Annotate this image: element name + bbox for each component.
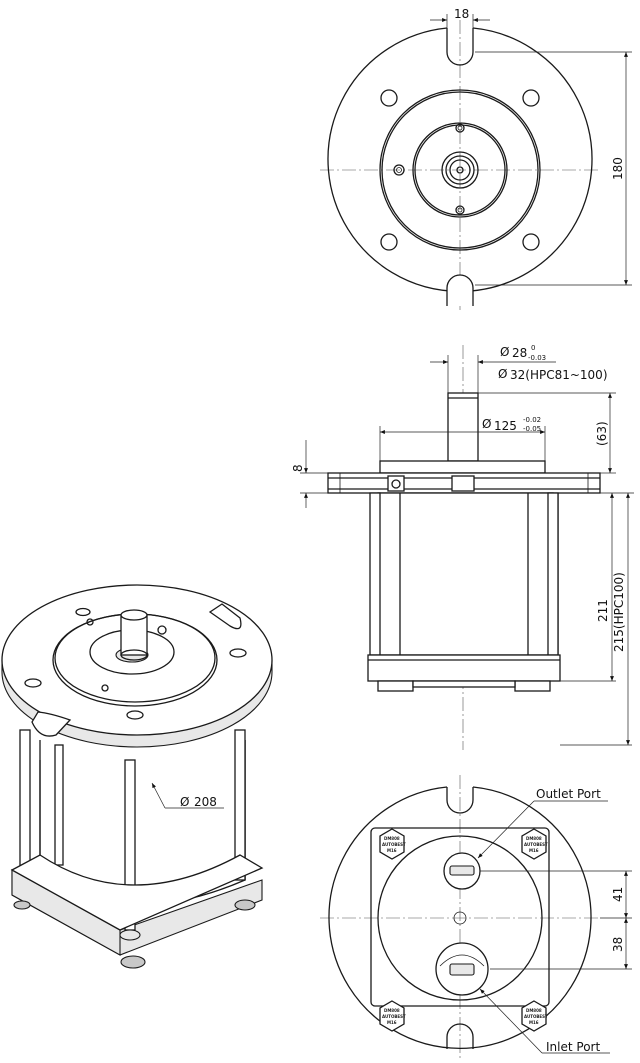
svg-text:Ø: Ø xyxy=(498,367,507,381)
dim-body-length: 211 xyxy=(596,599,610,622)
corner-nut-bl: DM808 AUTOBEST M16 xyxy=(379,1000,406,1032)
dim-inlet-offset: 38 xyxy=(611,937,625,952)
side-view: Ø 28 0 -0.03 Ø 32(HPC81~100) Ø 125 -0.02… xyxy=(291,344,634,750)
bottom-view: DM808 AUTOBEST M16 DM808 AUTOBEST M16 DM… xyxy=(320,775,632,1060)
svg-text:Ø: Ø xyxy=(180,795,189,809)
dim-shaft-tol-upper: 0 xyxy=(531,344,535,352)
dim-body-length-alt: 215(HPC100) xyxy=(612,572,626,652)
svg-text:AUTOBEST: AUTOBEST xyxy=(524,842,548,847)
svg-text:DM808: DM808 xyxy=(526,836,542,841)
dim-slot-width: 18 xyxy=(454,7,469,21)
dim-pilot-diameter: 125 xyxy=(494,419,517,433)
isometric-view: Ø 208 xyxy=(1,584,273,969)
svg-text:DM808: DM808 xyxy=(384,1008,400,1013)
outlet-port-label: Outlet Port xyxy=(536,787,601,801)
svg-text:Ø: Ø xyxy=(482,417,491,431)
corner-nut-tl: DM808 AUTOBEST M16 xyxy=(379,828,406,860)
dim-flange-thickness: 8 xyxy=(291,464,305,472)
dim-pilot-tol-lower: -0.05 xyxy=(523,425,541,433)
svg-text:M16: M16 xyxy=(529,1020,539,1025)
dim-body-diameter: 208 xyxy=(194,795,217,809)
inlet-port-label: Inlet Port xyxy=(546,1040,600,1054)
corner-nut-br: DM808 AUTOBEST M16 xyxy=(521,1000,548,1032)
dim-shaft-length: (63) xyxy=(595,421,609,446)
dim-pilot-tol-upper: -0.02 xyxy=(523,416,541,424)
svg-text:AUTOBEST: AUTOBEST xyxy=(382,1014,406,1019)
svg-text:Ø: Ø xyxy=(500,345,509,359)
svg-text:M16: M16 xyxy=(529,848,539,853)
dim-shaft-diameter-alt: 32(HPC81~100) xyxy=(510,368,608,382)
svg-text:DM808: DM808 xyxy=(384,836,400,841)
dim-shaft-tol-lower: -0.03 xyxy=(528,354,546,362)
dim-shaft-diameter: 28 xyxy=(512,346,527,360)
svg-text:M16: M16 xyxy=(387,848,397,853)
corner-nut-tr: DM808 AUTOBEST M16 xyxy=(521,828,548,860)
svg-text:AUTOBEST: AUTOBEST xyxy=(524,1014,548,1019)
svg-text:AUTOBEST: AUTOBEST xyxy=(382,842,406,847)
svg-text:M16: M16 xyxy=(387,1020,397,1025)
dim-outlet-offset: 41 xyxy=(611,887,625,902)
svg-text:DM808: DM808 xyxy=(526,1008,542,1013)
dim-height: 180 xyxy=(611,157,625,180)
top-view: 18 180 xyxy=(320,7,632,310)
